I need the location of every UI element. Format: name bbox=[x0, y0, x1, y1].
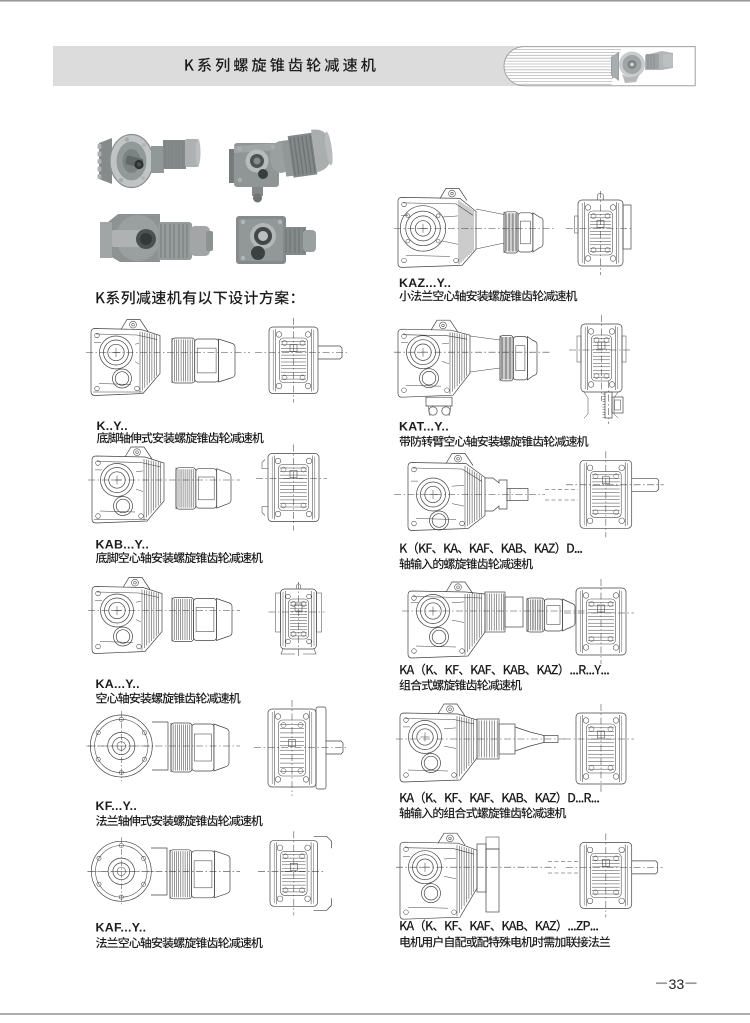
svg-text:KA...Y..: KA...Y.. bbox=[96, 677, 140, 691]
svg-text:KAT...Y..: KAT...Y.. bbox=[399, 419, 449, 433]
svg-text:KAF...Y..: KAF...Y.. bbox=[96, 920, 147, 934]
svg-text:K..Y..: K..Y.. bbox=[97, 419, 128, 433]
svg-text:KAZ...Y..: KAZ...Y.. bbox=[399, 276, 451, 290]
svg-text:KAB...Y..: KAB...Y.. bbox=[96, 537, 150, 551]
svg-text:KF...Y..: KF...Y.. bbox=[96, 799, 138, 813]
svg-text:33: 33 bbox=[669, 977, 685, 993]
